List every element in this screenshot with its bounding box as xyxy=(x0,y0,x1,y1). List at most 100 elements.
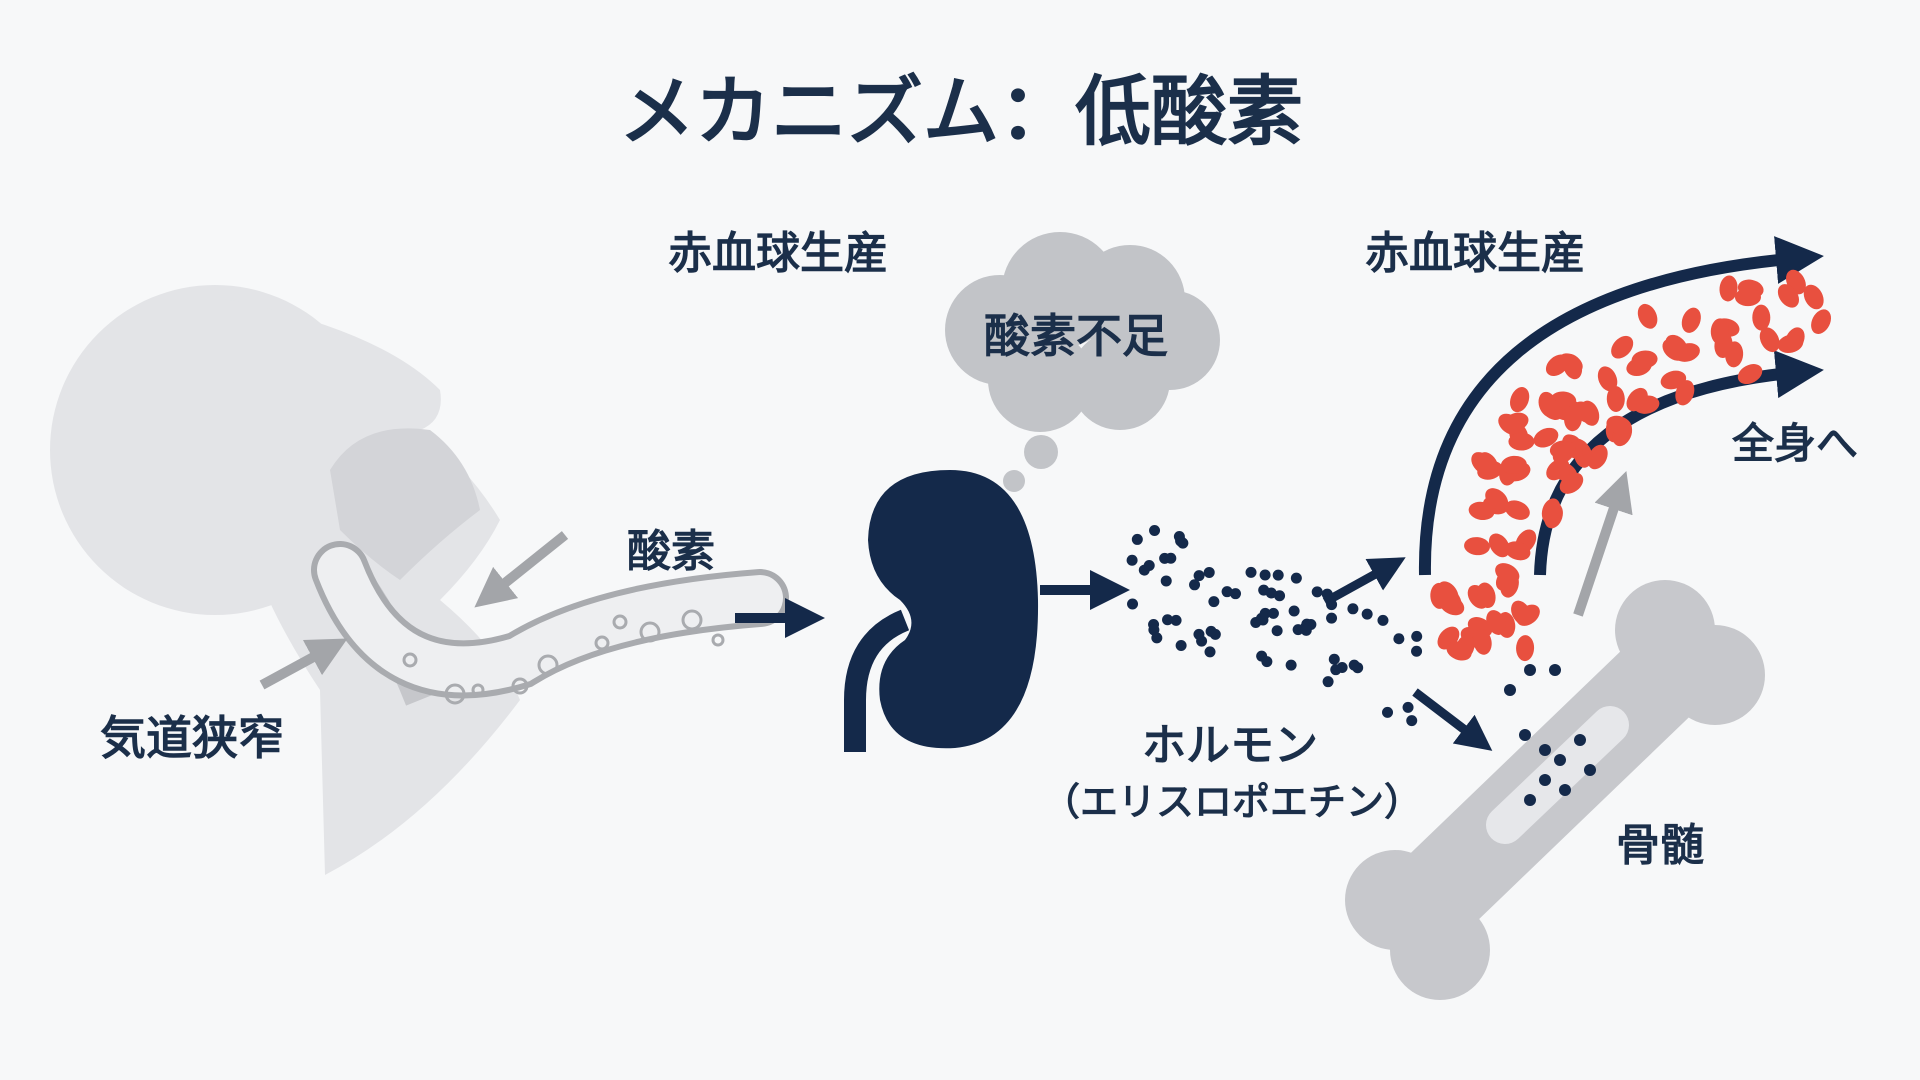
red-blood-cell xyxy=(1777,284,1799,308)
red-blood-cell xyxy=(1552,441,1576,464)
diagram-title: メカニズム：低酸素 xyxy=(619,67,1303,156)
hormone-dot xyxy=(1326,612,1338,624)
hormone-dot xyxy=(1143,560,1155,572)
label-rbc-production-right: 赤血球生産 xyxy=(1365,228,1585,279)
label-rbc-production-left: 赤血球生産 xyxy=(668,228,888,279)
red-blood-cell xyxy=(1564,405,1583,432)
hormone-dot xyxy=(1175,639,1187,651)
marrow-dot xyxy=(1504,684,1516,696)
hormone-dot xyxy=(1160,575,1172,587)
hormone-dot xyxy=(1131,533,1143,545)
red-blood-cell xyxy=(1710,318,1729,345)
red-blood-cell xyxy=(1675,380,1695,406)
marrow-dot xyxy=(1574,734,1586,746)
red-blood-cell xyxy=(1533,427,1559,448)
hormone-dot xyxy=(1336,661,1348,673)
marrow-particles xyxy=(1504,664,1596,806)
hormone-dot xyxy=(1311,586,1323,598)
red-blood-cell xyxy=(1626,387,1648,412)
hormone-dot xyxy=(1151,632,1163,644)
constriction-arrow-lower-icon xyxy=(259,638,348,690)
marrow-dot xyxy=(1584,764,1596,776)
red-blood-cell xyxy=(1495,567,1518,591)
hormone-dot xyxy=(1193,628,1205,640)
red-blood-cell xyxy=(1473,628,1492,655)
hormone-dot xyxy=(1221,586,1233,598)
red-blood-cell xyxy=(1476,582,1496,609)
label-whole-body: 全身へ xyxy=(1731,419,1858,468)
label-bone-marrow: 骨髄 xyxy=(1616,820,1704,871)
red-blood-cell xyxy=(1681,307,1701,333)
hormone-dot xyxy=(1208,596,1220,608)
constriction-arrow-upper-icon xyxy=(474,531,569,608)
marrow-dot xyxy=(1519,729,1531,741)
hormone-dot xyxy=(1300,624,1312,636)
hormone-dot xyxy=(1261,656,1273,668)
marrow-dot xyxy=(1539,744,1551,756)
red-blood-cell xyxy=(1719,275,1738,302)
head-silhouette-icon xyxy=(50,285,520,875)
hormone-dot xyxy=(1127,598,1139,610)
red-blood-cell xyxy=(1737,364,1763,385)
hormone-dot xyxy=(1259,569,1271,581)
marrow-dot xyxy=(1524,794,1536,806)
red-blood-cell xyxy=(1606,385,1625,412)
red-blood-cell xyxy=(1488,533,1510,558)
red-blood-cell xyxy=(1777,334,1804,354)
red-blood-cell xyxy=(1446,641,1472,661)
red-blood-cell xyxy=(1508,432,1535,451)
hormone-dot xyxy=(1288,605,1300,617)
red-blood-cell xyxy=(1597,366,1618,392)
hormone-dot xyxy=(1189,579,1201,591)
red-blood-cell xyxy=(1477,452,1499,477)
label-hormone: ホルモン xyxy=(1142,720,1318,771)
red-blood-cell xyxy=(1516,635,1535,662)
red-blood-cell xyxy=(1510,387,1530,413)
hormone-dot xyxy=(1267,607,1279,619)
red-blood-cell xyxy=(1631,350,1658,369)
red-blood-cell xyxy=(1439,595,1465,616)
red-blood-cell xyxy=(1540,397,1563,420)
red-blood-cell xyxy=(1485,488,1509,510)
hormone-dot xyxy=(1271,625,1283,637)
hormone-dot xyxy=(1411,645,1423,657)
red-blood-cell xyxy=(1587,444,1608,470)
hormone-dot xyxy=(1348,659,1360,671)
hormone-dot xyxy=(1274,590,1286,602)
airway-tube xyxy=(311,541,789,705)
hormone-dot xyxy=(1259,607,1271,619)
label-airway-narrowing: 気道狭窄 xyxy=(100,711,284,765)
marrow-dot xyxy=(1549,664,1561,676)
label-oxygen: 酸素 xyxy=(627,526,715,577)
red-blood-cell xyxy=(1500,455,1527,474)
red-blood-cell xyxy=(1516,604,1540,626)
red-blood-cell xyxy=(1637,303,1658,329)
hormone-dot xyxy=(1347,603,1359,615)
red-blood-cell xyxy=(1486,610,1506,635)
hormone-dot xyxy=(1265,587,1277,599)
hormone-dot xyxy=(1377,614,1389,626)
hormone-dot xyxy=(1393,633,1405,645)
kidney-icon xyxy=(844,470,1039,752)
red-blood-cell xyxy=(1504,500,1530,520)
vessel-outer-arrow-icon xyxy=(1418,236,1824,576)
red-blood-cell xyxy=(1734,288,1761,307)
hormone-dot xyxy=(1290,572,1302,584)
red-blood-cell xyxy=(1665,334,1688,358)
label-oxygen-shortage: 酸素不足 xyxy=(984,309,1168,363)
red-blood-cell xyxy=(1752,304,1771,331)
hormone-dot xyxy=(1411,630,1423,642)
hormone-dot xyxy=(1162,614,1174,626)
hormone-dot xyxy=(1322,676,1334,688)
hormone-dot xyxy=(1272,569,1284,581)
hormone-dot xyxy=(1149,524,1161,536)
red-blood-cell xyxy=(1811,309,1832,334)
red-blood-cell xyxy=(1559,472,1584,494)
label-erythropoietin: （エリスロポエチン） xyxy=(1042,780,1422,824)
hormone-dot xyxy=(1402,701,1414,713)
red-blood-cell xyxy=(1545,354,1570,376)
marrow-dot xyxy=(1559,784,1571,796)
hormone-dot xyxy=(1204,646,1216,658)
hormone-dot xyxy=(1361,608,1373,620)
